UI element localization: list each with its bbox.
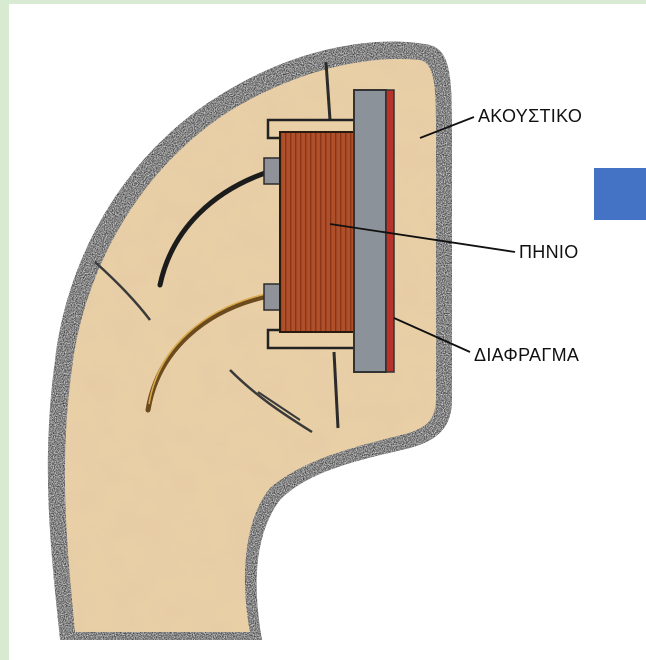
label-earpiece: ΑΚΟΥΣΤΙΚΟ: [478, 106, 582, 127]
label-coil: ΠΗΝΙΟ: [519, 242, 579, 263]
blue-square-icon: [594, 168, 646, 220]
label-diaphragm: ΔΙΑΦΡΑΓΜΑ: [474, 345, 579, 366]
diaphragm: [386, 90, 394, 372]
